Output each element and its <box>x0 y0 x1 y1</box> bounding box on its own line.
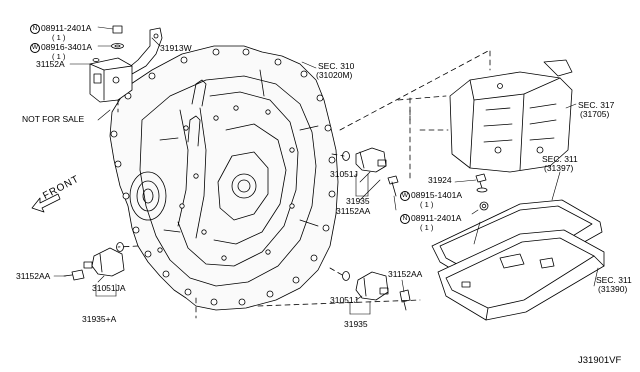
solenoid-31051j-lower <box>342 271 411 311</box>
callout-31152aa-right: 31152AA <box>336 206 371 216</box>
callout-31924: 31924 <box>428 175 452 185</box>
callout-31152a: 31152A <box>36 59 65 69</box>
qty-08911-mid: ( 1 ) <box>420 223 434 232</box>
sec311-upper-label: SEC. 311 <box>542 154 578 164</box>
callout-31152aa-left: 31152AA <box>16 271 51 281</box>
callout-31051j-lower: 31051J <box>330 295 358 305</box>
nut-marker-icon: N <box>400 214 410 224</box>
solenoid-31051j-upper <box>342 147 399 197</box>
sec317-label: SEC. 317 <box>578 100 615 110</box>
bracket-31913w <box>125 27 163 75</box>
sec311-upper-code: (31397) <box>544 163 574 173</box>
transmission-case <box>109 45 339 311</box>
sensor-31924 <box>475 173 489 211</box>
callout-31913w: 31913W <box>160 43 192 53</box>
washer-marker-icon: W <box>400 191 410 201</box>
dashed-guide-lines <box>117 49 491 319</box>
front-arrow-icon <box>31 193 61 213</box>
qty-08916: ( 1 ) <box>52 52 66 61</box>
bolt-and-washer-top <box>92 25 124 62</box>
oil-pan <box>437 229 605 321</box>
not-for-sale-label: NOT FOR SALE <box>22 114 85 124</box>
callout-31152aa-lower: 31152AA <box>388 269 423 279</box>
sec310-label: SEC. 310 <box>318 61 355 71</box>
sec311-lower-label: SEC. 311 <box>596 275 632 285</box>
sec317-code: (31705) <box>580 109 610 119</box>
callout-31051ja: 31051JA <box>92 283 126 293</box>
solenoid-31051ja <box>63 242 125 281</box>
callout-31935a: 31935+A <box>82 314 117 324</box>
diagram-code: J31901VF <box>578 355 622 366</box>
qty-08911-top: ( 1 ) <box>52 33 66 42</box>
callout-31051j-upper: 31051J <box>330 169 358 179</box>
control-valve <box>449 59 573 173</box>
leader-lines <box>53 26 599 315</box>
sec311-lower-code: (31390) <box>598 284 628 294</box>
callout-31935-upper: 31935 <box>346 196 370 206</box>
nut-marker-icon: N <box>30 24 40 34</box>
qty-08915: ( 1 ) <box>420 200 434 209</box>
control-unit <box>89 57 133 103</box>
sec310-code: (31020M) <box>316 70 353 80</box>
callout-31935-lower: 31935 <box>344 319 368 329</box>
washer-marker-icon: W <box>30 43 40 53</box>
